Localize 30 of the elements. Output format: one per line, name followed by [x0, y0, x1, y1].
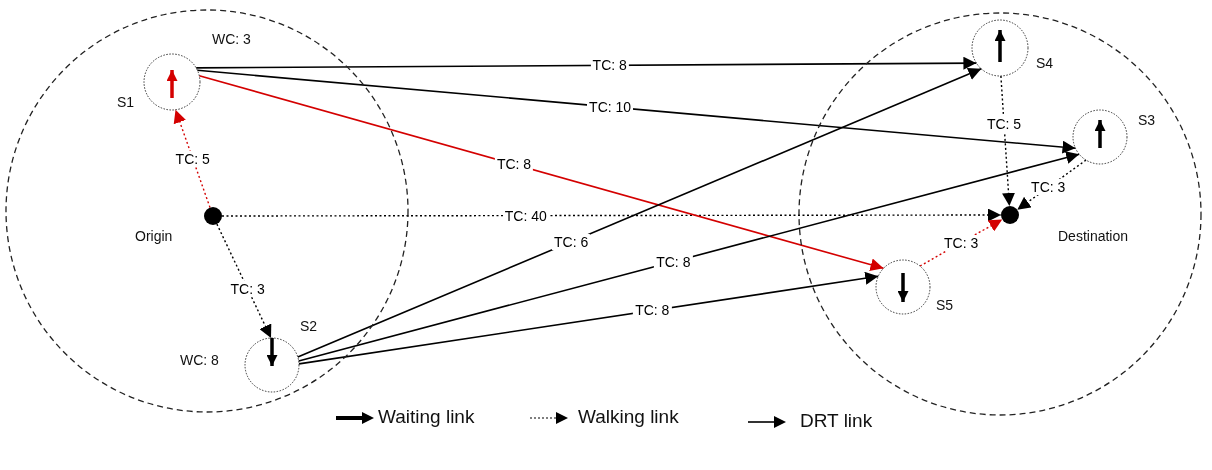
- walking-link-arrow: [173, 109, 211, 209]
- edge-label: TC: 3: [1029, 179, 1068, 196]
- legend-label: Waiting link: [378, 406, 475, 428]
- drt-link-arrow: [298, 271, 879, 365]
- station-label: S4: [1036, 55, 1054, 71]
- legend-label: Walking link: [578, 406, 679, 428]
- walking-link-arrow: [216, 223, 272, 339]
- drt-link-arrow: [198, 74, 885, 272]
- waiting-cost-label: WC: 3: [212, 31, 251, 47]
- station-label: S3: [1138, 112, 1156, 128]
- walking-link-arrow: [1016, 159, 1087, 211]
- legend-label: DRT link: [800, 410, 873, 432]
- location-label: Destination: [1058, 228, 1129, 244]
- edge-label: TC: 5: [173, 150, 212, 167]
- edge-label: TC: 8: [654, 253, 693, 270]
- station-label: S1: [117, 94, 135, 110]
- location-label: Origin: [135, 228, 173, 244]
- edge-label: TC: 6: [552, 233, 591, 250]
- station-label: S5: [936, 297, 954, 313]
- edge-label: TC: 3: [228, 281, 267, 298]
- waiting-cost-label: WC: 8: [180, 352, 219, 368]
- station-label: S2: [300, 318, 318, 334]
- drt-link-arrow: [195, 56, 978, 70]
- walking-link-arrow: [1000, 75, 1016, 207]
- drt-link-arrow: [297, 151, 1080, 362]
- drt-link-arrow: [196, 69, 1077, 154]
- drt-link-arrow: [297, 67, 983, 358]
- edge-label: TC: 5: [984, 116, 1024, 133]
- edge-label: TC: 3: [942, 234, 981, 251]
- edge-label: TC: 8: [494, 156, 534, 173]
